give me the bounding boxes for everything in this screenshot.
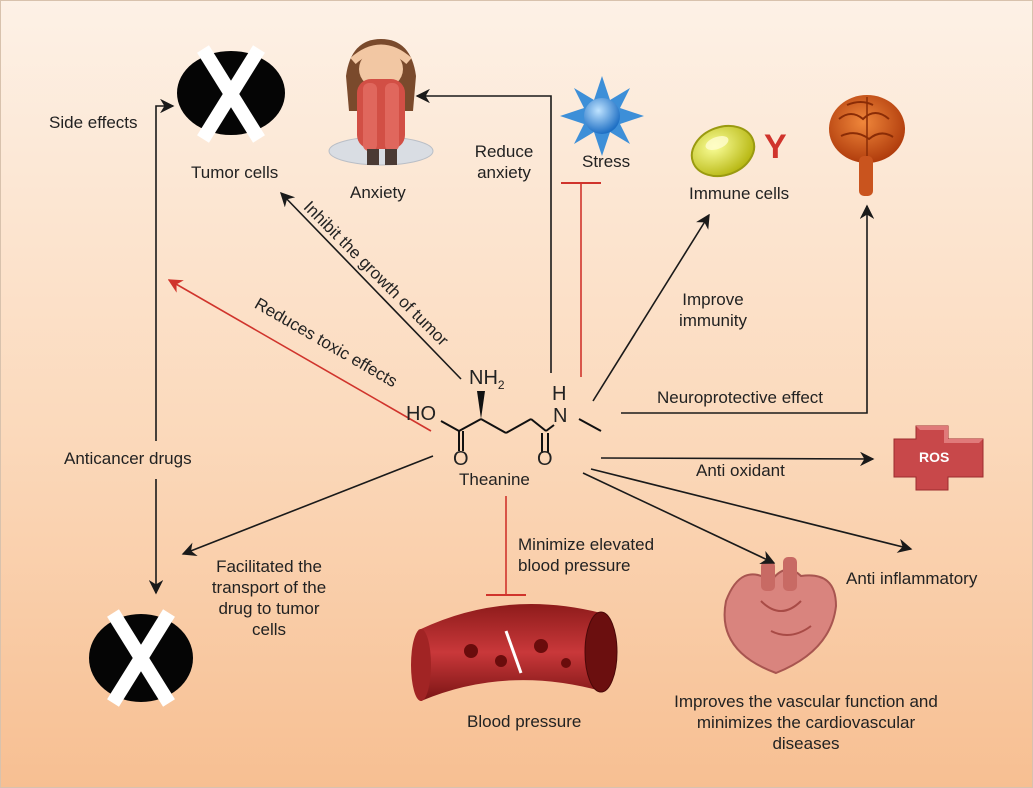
minimize-bp-line-2: blood pressure — [518, 556, 631, 575]
stress-label: Stress — [582, 152, 631, 171]
improve-immunity-line-2: immunity — [678, 311, 747, 330]
arrow-reduce-anxiety — [415, 88, 552, 373]
arrow-anti-oxidant — [600, 451, 875, 467]
atom-nh2-sub: 2 — [497, 378, 505, 392]
tumor-cells-bottom-icon — [89, 609, 193, 707]
reduce-anxiety-label: Reduce anxiety — [463, 141, 545, 183]
facilitated-line-3: drug to tumor — [218, 599, 320, 618]
arrow-vascular — [582, 472, 776, 564]
minimize-bp-label: Minimize elevated blood pressure — [518, 534, 654, 576]
arrow-reduces-toxic — [167, 279, 432, 432]
arrow-anti-inflammatory — [590, 468, 913, 553]
tumor-cells-label: Tumor cells — [191, 163, 279, 182]
atom-o-left: O — [453, 448, 469, 470]
reduce-anxiety-line-2: anxiety — [477, 163, 531, 182]
blood-pressure-label: Blood pressure — [467, 712, 582, 731]
neuroprotective-label: Neuroprotective effect — [657, 388, 823, 407]
anticancer-drugs-label: Anticancer drugs — [64, 449, 192, 468]
theanine-structure — [440, 391, 602, 453]
side-effects-label: Side effects — [49, 113, 138, 132]
heart-icon — [723, 557, 838, 675]
immune-cell-icon — [690, 124, 756, 178]
anxiety-person-icon — [328, 39, 434, 166]
atom-ho: HO — [406, 403, 436, 425]
reduce-anxiety-line-1: Reduce — [474, 142, 534, 161]
center-label: Theanine — [459, 470, 530, 489]
immune-cells-label: Immune cells — [689, 184, 790, 203]
ros-icon — [893, 425, 984, 491]
blood-vessel-icon — [411, 604, 618, 701]
ros-label: ROS — [919, 449, 950, 465]
vascular-line-3: diseases — [772, 734, 840, 753]
arrow-immunity — [592, 213, 710, 402]
atom-nh: NH — [469, 367, 498, 389]
atom-n: N — [553, 405, 568, 427]
connector-lines — [148, 88, 913, 596]
anti-inflammatory-label: Anti inflammatory — [846, 569, 978, 588]
improve-immunity-label: Improve immunity — [665, 289, 761, 331]
arrow-facilitated — [181, 455, 434, 556]
brain-icon — [829, 95, 905, 196]
arrow-neuroprotective — [621, 204, 875, 414]
antibody-icon: Y — [764, 128, 787, 166]
minimize-bp-line-1: Minimize elevated — [518, 535, 655, 554]
stress-icon — [560, 76, 644, 156]
facilitated-line-4: cells — [251, 620, 286, 639]
facilitated-line-1: Facilitated the — [216, 557, 322, 576]
improve-immunity-line-1: Improve — [682, 290, 744, 309]
vascular-line-2: minimizes the cardiovascular — [696, 713, 916, 732]
arrow-inhibit-growth — [279, 191, 462, 380]
anxiety-label: Anxiety — [350, 183, 406, 202]
arrow-side-effects — [155, 98, 175, 441]
vascular-label: Improves the vascular function and minim… — [646, 691, 966, 754]
facilitated-line-2: transport of the — [211, 578, 327, 597]
atom-o-right: O — [537, 448, 553, 470]
atom-h: H — [552, 383, 567, 405]
facilitated-label: Facilitated the transport of the drug to… — [194, 556, 344, 640]
tumor-cells-icon — [177, 45, 285, 143]
anti-oxidant-label: Anti oxidant — [696, 461, 785, 480]
atom-nh2: NH2 — [469, 368, 505, 396]
vascular-line-1: Improves the vascular function and — [674, 692, 938, 711]
